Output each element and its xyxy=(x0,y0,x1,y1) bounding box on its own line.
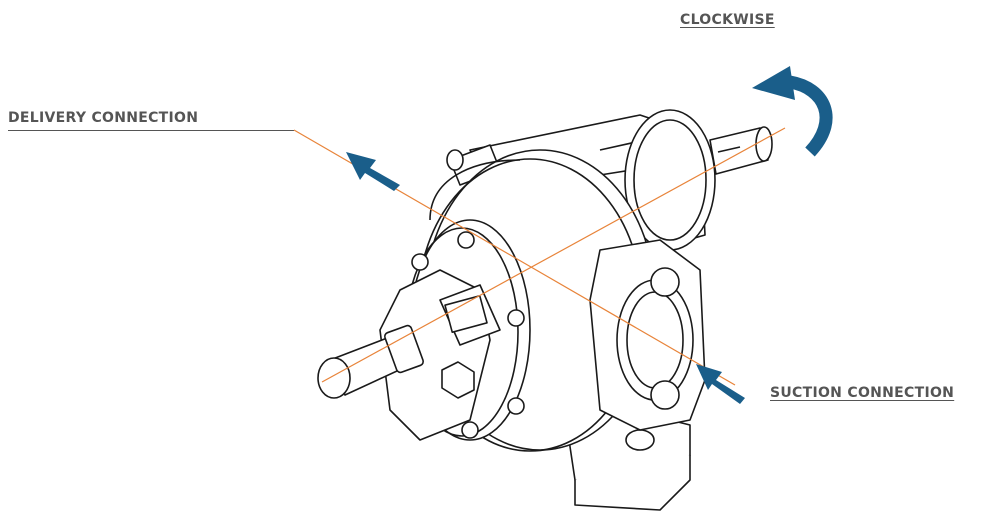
shaft-axis-line xyxy=(321,127,786,383)
clockwise-arrow xyxy=(752,66,833,157)
delivery-label-underline xyxy=(8,130,294,131)
suction-flange xyxy=(589,239,706,431)
suction-arrow xyxy=(696,364,745,404)
delivery-connection-label: DELIVERY CONNECTION xyxy=(8,110,199,126)
suction-connection-label: SUCTION CONNECTION xyxy=(770,385,955,401)
clockwise-label: CLOCKWISE xyxy=(680,12,775,28)
end-cap xyxy=(379,269,501,441)
relief-valve xyxy=(317,324,425,399)
delivery-arrow xyxy=(346,152,400,191)
drive-shaft xyxy=(709,126,773,175)
